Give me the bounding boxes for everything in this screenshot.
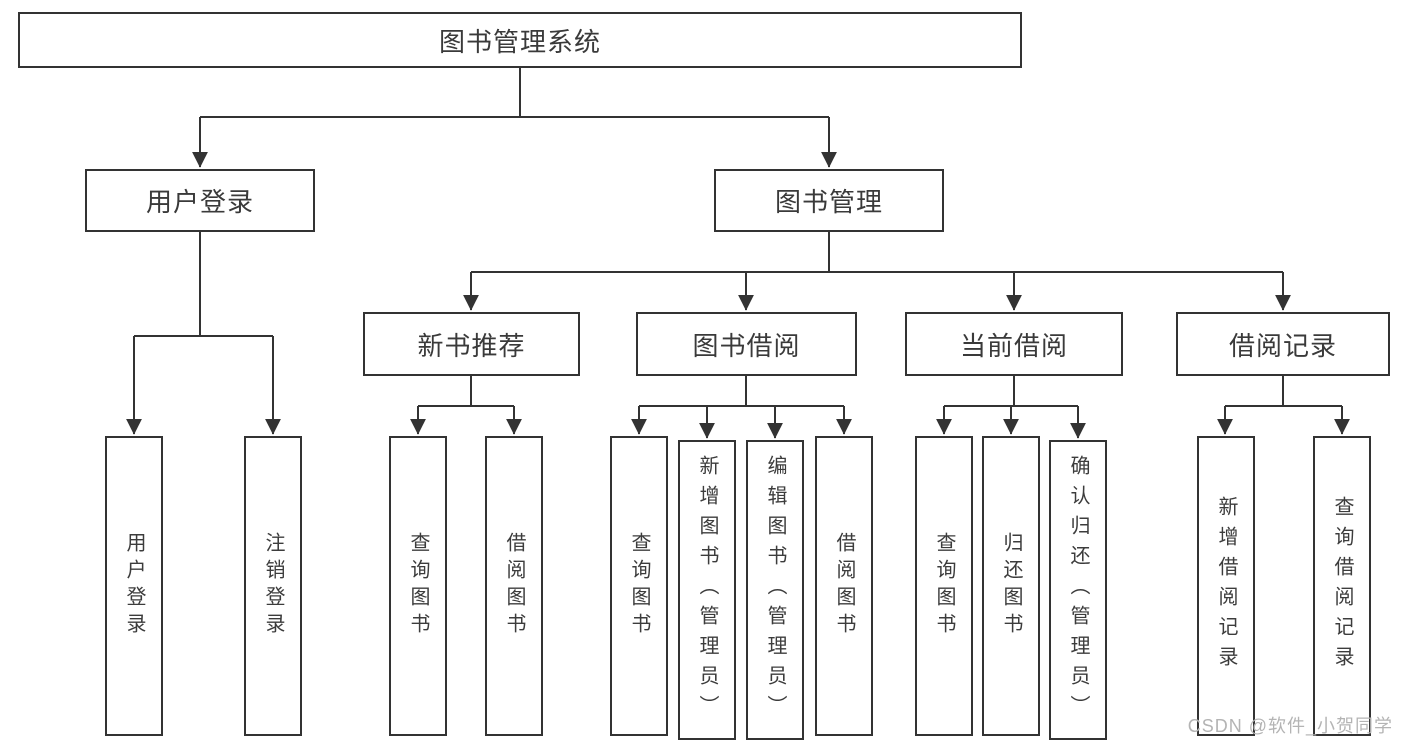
leaf-label: 借阅图书	[503, 532, 525, 640]
module-label: 当前借阅	[959, 330, 1068, 361]
leaf-label: 查询借阅记录	[1331, 496, 1353, 676]
leaf-label: 新增借阅记录	[1215, 496, 1237, 676]
leaf-box-user-login: 用户登录	[105, 436, 163, 736]
leaf-label: 确认归还（管理员）	[1067, 455, 1089, 725]
leaf-box-borrow-books: 借阅图书	[815, 436, 873, 736]
leaf-box-confirm-return-admin: 确认归还（管理员）	[1049, 440, 1107, 740]
leaf-box-add-books-admin: 新增图书（管理员）	[678, 440, 736, 740]
leaf-box-logout: 注销登录	[244, 436, 302, 736]
leaf-box-query-borrow-record: 查询借阅记录	[1313, 436, 1371, 736]
leaf-box-borrow-books-recommend: 借阅图书	[485, 436, 543, 736]
root-box-library-system: 图书管理系统	[18, 12, 1022, 68]
root-label: 图书管理系统	[438, 26, 601, 57]
leaf-label: 新增图书（管理员）	[696, 455, 718, 725]
leaf-label: 借阅图书	[833, 532, 855, 640]
module-label: 新书推荐	[417, 330, 526, 361]
module-box-current-borrow: 当前借阅	[905, 312, 1123, 376]
module-box-borrow-records: 借阅记录	[1176, 312, 1390, 376]
leaf-box-query-books-recommend: 查询图书	[389, 436, 447, 736]
branch-label: 用户登录	[145, 187, 254, 217]
leaf-box-return-books: 归还图书	[982, 436, 1040, 736]
leaf-label: 注销登录	[262, 532, 284, 640]
leaf-label: 查询图书	[407, 532, 429, 640]
module-label: 借阅记录	[1228, 330, 1337, 361]
module-box-new-book-recommend: 新书推荐	[363, 312, 580, 376]
leaf-box-add-borrow-record: 新增借阅记录	[1197, 436, 1255, 736]
leaf-label: 编辑图书（管理员）	[764, 455, 786, 725]
leaf-label: 用户登录	[123, 532, 145, 640]
leaf-label: 归还图书	[1000, 532, 1022, 640]
branch-box-user-login: 用户登录	[85, 169, 315, 232]
branch-label: 图书管理	[774, 187, 883, 217]
module-label: 图书借阅	[692, 330, 801, 361]
leaf-label: 查询图书	[933, 532, 955, 640]
leaf-label: 查询图书	[628, 532, 650, 640]
module-box-book-borrow: 图书借阅	[636, 312, 857, 376]
leaf-box-query-books-current: 查询图书	[915, 436, 973, 736]
branch-box-book-management: 图书管理	[714, 169, 944, 232]
leaf-box-edit-books-admin: 编辑图书（管理员）	[746, 440, 804, 740]
leaf-box-query-books-borrow: 查询图书	[610, 436, 668, 736]
csdn-watermark: CSDN @软件_小贺同学	[1187, 716, 1393, 736]
